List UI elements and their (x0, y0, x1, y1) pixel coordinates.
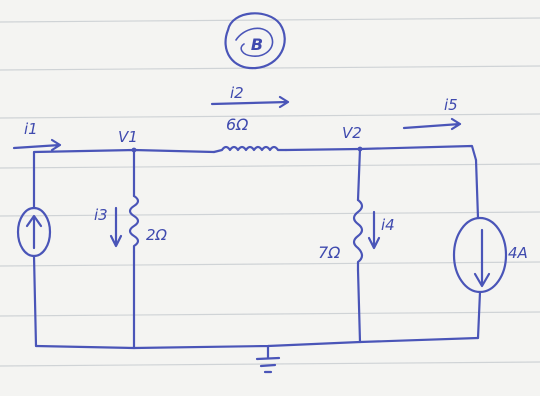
label-i1: i1 (24, 120, 38, 138)
current-source-4a (452, 216, 508, 294)
circuit-wires (32, 144, 482, 350)
label-i3: i3 (94, 206, 108, 224)
label-i2: i2 (230, 84, 244, 102)
arrow-i5 (402, 117, 462, 131)
ground-symbol (255, 344, 281, 374)
arrow-i1 (12, 138, 62, 152)
arrow-i2 (210, 95, 290, 109)
label-6-ohm: 6Ω (226, 115, 249, 134)
node-v1-dot (131, 147, 137, 153)
label-2-ohm: 2Ω (146, 226, 168, 244)
label-7-ohm: 7Ω (318, 243, 341, 262)
problem-label-text: B (251, 35, 263, 54)
label-i4: i4 (381, 216, 395, 234)
label-4a: 4A (508, 244, 528, 262)
current-source-left (16, 206, 52, 258)
arrow-i4 (367, 210, 381, 250)
arrow-i3 (109, 206, 123, 248)
node-v2-dot (357, 146, 363, 152)
problem-label: B (224, 12, 286, 70)
notebook-rule-lines (0, 17, 540, 367)
label-v2: V2 (342, 124, 362, 142)
resistor-6-ohm (212, 145, 288, 154)
label-i5: i5 (444, 96, 458, 114)
resistor-7-ohm (352, 198, 364, 272)
resistor-2-ohm (128, 194, 140, 254)
label-v1: V1 (118, 128, 138, 146)
